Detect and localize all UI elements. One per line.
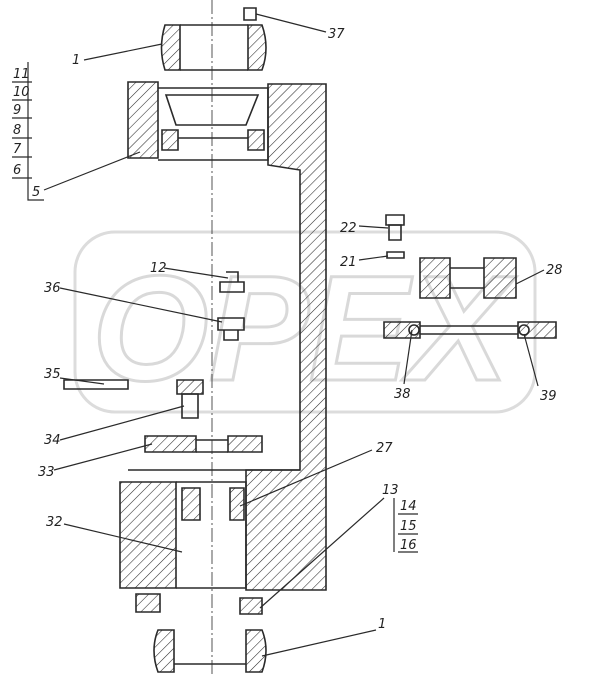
group-separators-right — [398, 513, 418, 553]
part-36-bolt — [217, 317, 245, 341]
callout-38: 38 — [394, 387, 411, 402]
part-28-block — [419, 257, 517, 299]
callout-34: 34 — [44, 433, 61, 448]
part-35-pin — [63, 379, 129, 390]
callout-13: 13 — [382, 483, 399, 498]
callout-1-top: 1 — [72, 53, 80, 68]
part-34-bolt — [176, 379, 204, 419]
part-nut-left — [135, 593, 161, 613]
part-1-top-bushing — [160, 24, 267, 71]
part-32-lower-body — [119, 469, 300, 589]
callout-9: 9 — [13, 103, 21, 118]
part-38-39-plate — [383, 321, 557, 339]
callout-10: 10 — [13, 85, 30, 100]
group-separators-left — [12, 81, 32, 179]
part-1-bottom-bushing — [153, 629, 267, 673]
callout-8: 8 — [13, 123, 21, 138]
callout-16: 16 — [400, 538, 417, 553]
callout-22: 22 — [340, 221, 357, 236]
callout-5: 5 — [32, 185, 40, 200]
callout-27: 27 — [376, 441, 393, 456]
callout-35: 35 — [44, 367, 61, 382]
callout-21: 21 — [340, 255, 357, 270]
bearing-housing — [127, 81, 269, 161]
part-12-nut — [219, 271, 245, 293]
callout-7: 7 — [13, 142, 22, 157]
part-22-bolt — [385, 214, 405, 241]
callout-11: 11 — [13, 67, 30, 82]
callout-12: 12 — [150, 261, 167, 276]
part-33-flange — [144, 435, 263, 453]
part-13-nut — [239, 597, 263, 615]
callout-39: 39 — [540, 389, 557, 404]
callout-6: 6 — [13, 163, 21, 178]
leader-lines — [43, 13, 545, 657]
callout-15: 15 — [400, 519, 417, 534]
callout-32: 32 — [46, 515, 63, 530]
callout-28: 28 — [546, 263, 563, 278]
part-37-pin — [243, 7, 257, 21]
callout-36: 36 — [44, 281, 61, 296]
callout-33: 33 — [38, 465, 55, 480]
callout-1-bottom: 1 — [378, 617, 386, 632]
callout-14: 14 — [400, 499, 417, 514]
callout-37: 37 — [328, 27, 345, 42]
group-bracket-left — [27, 62, 44, 201]
